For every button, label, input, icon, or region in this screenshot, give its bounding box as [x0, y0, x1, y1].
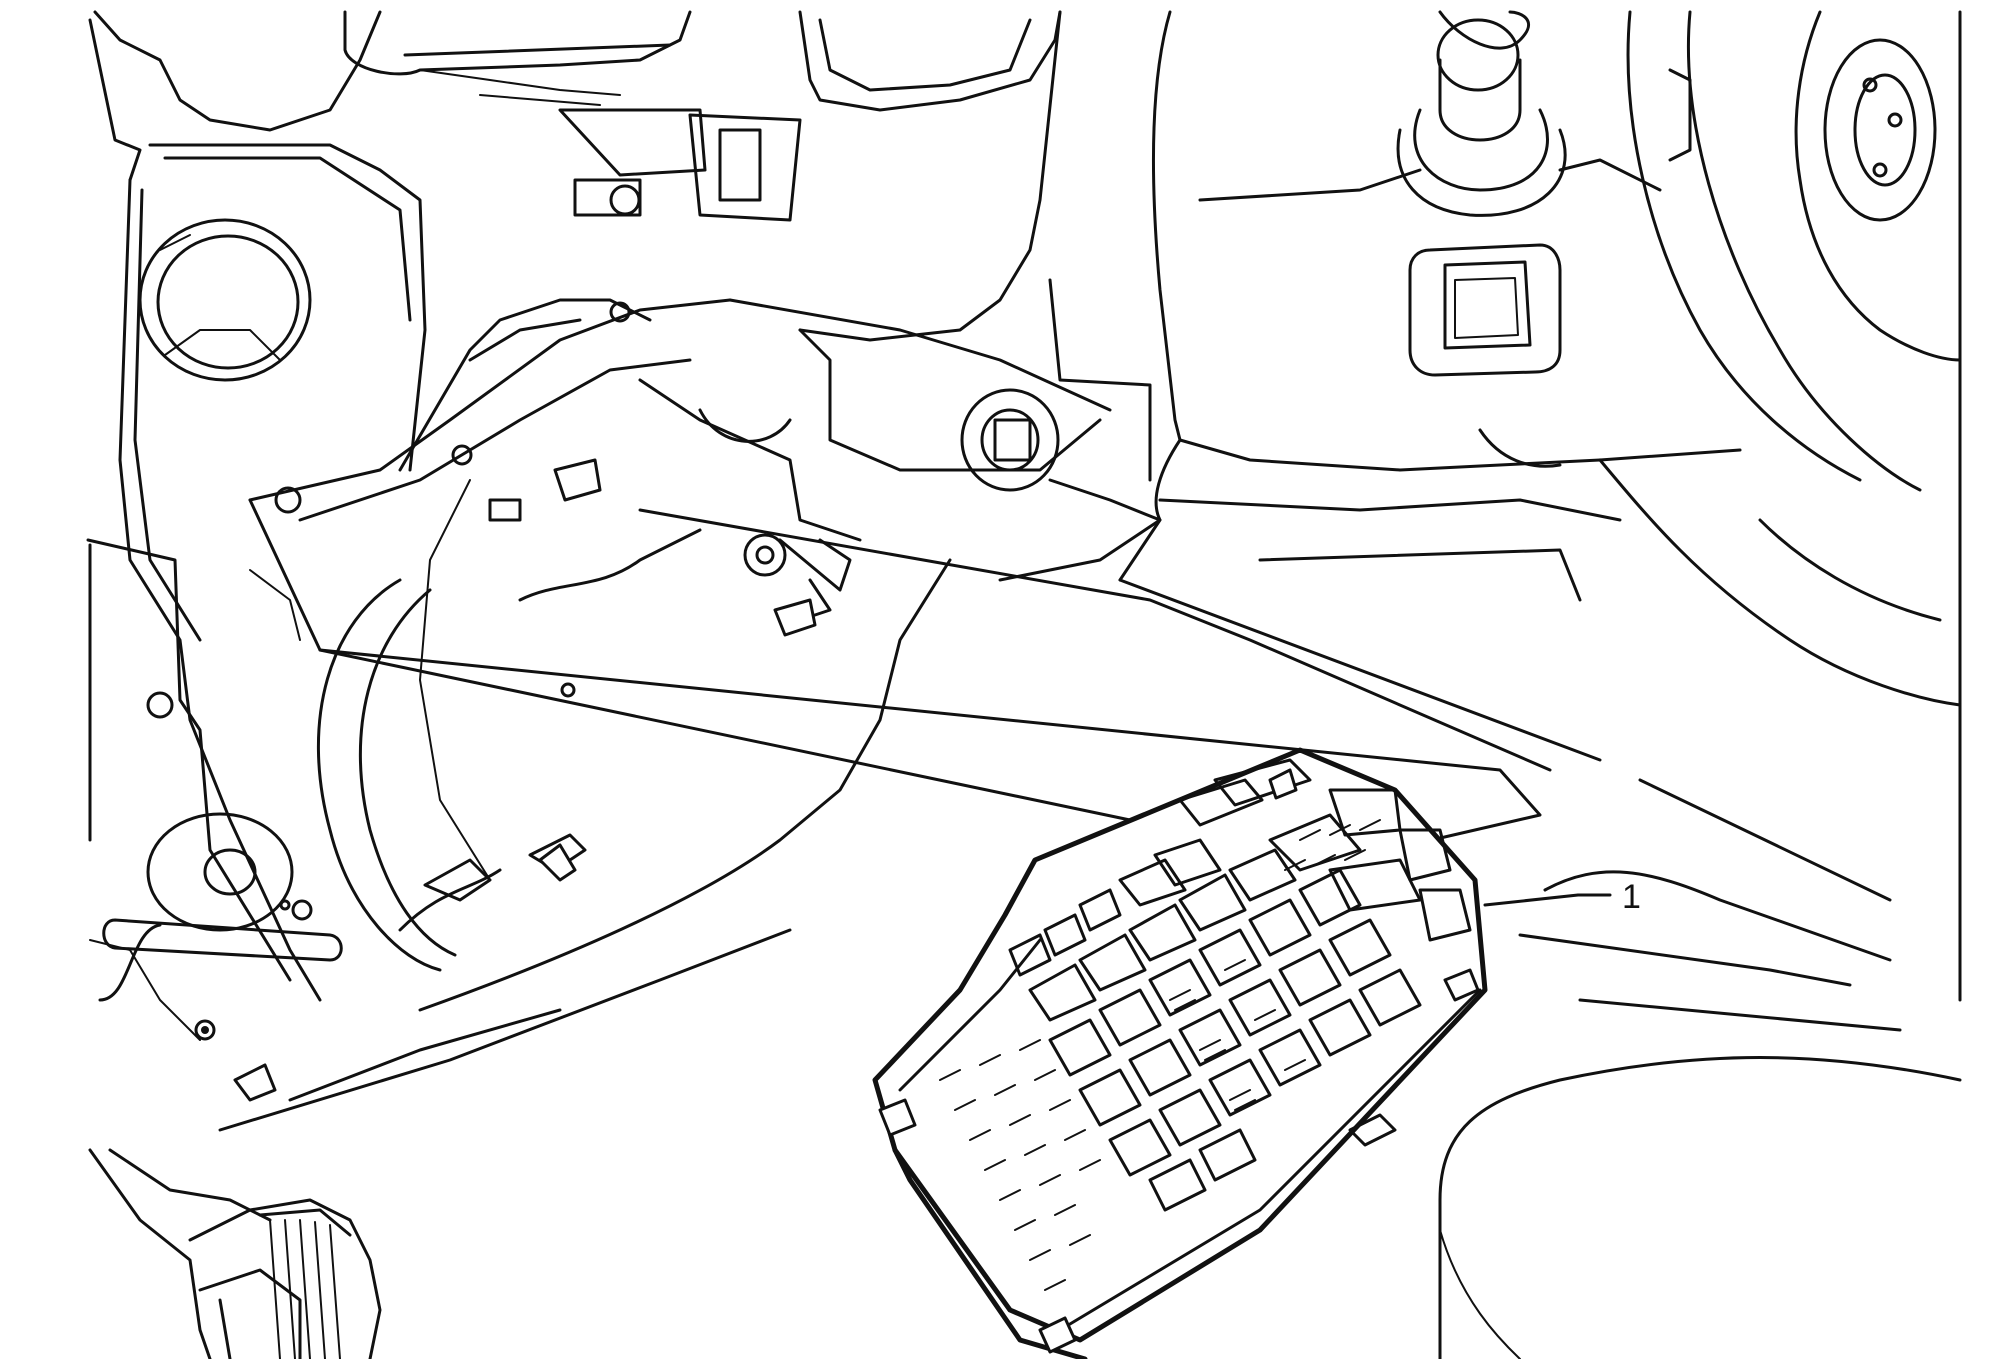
left-small-holes: [98, 486, 313, 1041]
knee-area-trim-ring: [249, 479, 491, 972]
steering-column-shroud: [1198, 10, 1922, 492]
lower-left-round-boss: [146, 812, 294, 932]
body-control-module: [872, 747, 1488, 1359]
upper-center-dash-structure: [343, 10, 1152, 622]
steering-wheel-hub: [1478, 10, 1962, 1002]
callout-1-leader-line: [1483, 893, 1612, 907]
cross-car-beam-bracket: [248, 298, 732, 698]
left-horizontal-slot: [102, 918, 343, 962]
round-air-duct-opening: [138, 218, 312, 382]
floor-console-contour: [1438, 1056, 1962, 1359]
accelerator-pedal-assembly: [88, 1148, 382, 1359]
callout-1-label: 1: [1622, 878, 1641, 916]
harness-clips: [233, 458, 817, 1102]
hazard-switch-bezel: [1408, 243, 1562, 377]
callout-1: 1: [1483, 878, 1641, 916]
center-dash-lower-trim: [998, 10, 1902, 1032]
lower-trim-panel-outline: [218, 298, 1552, 1132]
left-side-panel-structure: [86, 10, 427, 1041]
